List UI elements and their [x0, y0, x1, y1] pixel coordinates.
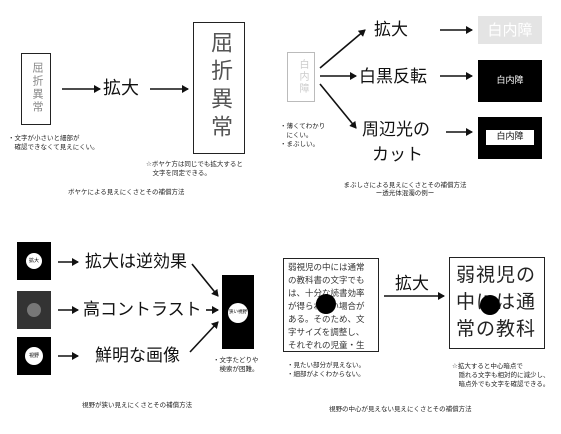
q1-small-note: ・文字が小さいと細部が 確認できなくて見えにくい。	[8, 134, 99, 151]
q2-result-inverted-text: 白内障	[496, 76, 524, 86]
q1-small-text: 屈折異常	[31, 62, 44, 114]
q3-caption: 視野が狭い見えにくさとその補償方法	[82, 401, 193, 409]
q4-large-note: ☆拡大すると中心暗点で 隠れる文字も相対的に減少し、 暗点外でも文字を確認できる…	[452, 362, 550, 388]
q3-icon-2	[17, 291, 51, 329]
q2-result-inverted: 白内障	[478, 60, 542, 102]
q3-icon-3: 視野	[17, 337, 51, 375]
q2-result-cut-text: 白内障	[496, 132, 524, 142]
q4-large-scotoma	[480, 295, 500, 315]
q2-result-cut: 白内障	[478, 117, 542, 159]
q1-large-note: ☆ボヤケ方は同じでも拡大すると 文字を同定できる。	[146, 160, 243, 177]
q2-result-cut-label: 白内障	[486, 130, 534, 145]
q2-label-invert: 白黒反転	[359, 67, 427, 87]
q4-arrow-label: 拡大	[395, 274, 429, 294]
q2-source-box: 白内障	[287, 52, 315, 102]
arrow-q2-down	[319, 83, 357, 129]
q2-source-text: 白内障	[297, 59, 308, 95]
q1-large-text: 屈折異常	[207, 31, 232, 143]
q1-arrow-label: 拡大	[103, 78, 139, 99]
q1-small-text-box: 屈折異常	[21, 53, 51, 125]
q3-target-note: ・文字たどりや 検索が困難。	[213, 356, 259, 373]
q2-label-cut-2: カット	[372, 145, 423, 165]
q3-label-3: 鮮明な画像	[95, 346, 180, 366]
q2-source-note: ・薄くてわかり にくい。 ・まぶしい。	[280, 122, 326, 148]
q2-label-enlarge: 拡大	[374, 20, 408, 40]
q1-large-text-box: 屈折異常	[193, 22, 245, 154]
q4-source-box: 弱視児の中には通常 の教科書の文字でも は、十分な読書効率 が得られない場合が …	[283, 258, 379, 352]
q2-result-enlarged: 白内障	[478, 16, 542, 44]
q3-label-2: 高コントラスト	[83, 300, 202, 320]
q3-label-1: 拡大は逆効果	[85, 252, 187, 272]
q2-label-cut-1: 周辺光の	[362, 120, 430, 140]
q2-result-enlarged-text: 白内障	[487, 21, 533, 39]
q2-caption: まぶしさによる見えにくさとその補償方法 ー透光体混濁の例ー	[343, 181, 467, 197]
q4-large-box: 弱視児の 中には通 常の教科	[449, 257, 545, 349]
arrow-q2-up	[319, 29, 366, 69]
q3-icon-1: 拡大	[17, 242, 51, 280]
q3-target-box: 狭い視野	[222, 275, 254, 349]
q4-large-text: 弱視児の 中には通 常の教科	[456, 264, 537, 340]
q1-caption: ボヤケによる見えにくさとその補償方法	[68, 188, 185, 196]
q4-caption: 視野の中心が見えない見えにくさとその補償方法	[329, 405, 472, 413]
arrow-q3-conv3	[189, 321, 219, 353]
q4-source-scotoma	[316, 294, 336, 314]
q4-source-note: ・見たい部分が見えない。 ・細部がよくわからない。	[287, 361, 365, 378]
arrow-q3-conv1	[191, 263, 219, 297]
